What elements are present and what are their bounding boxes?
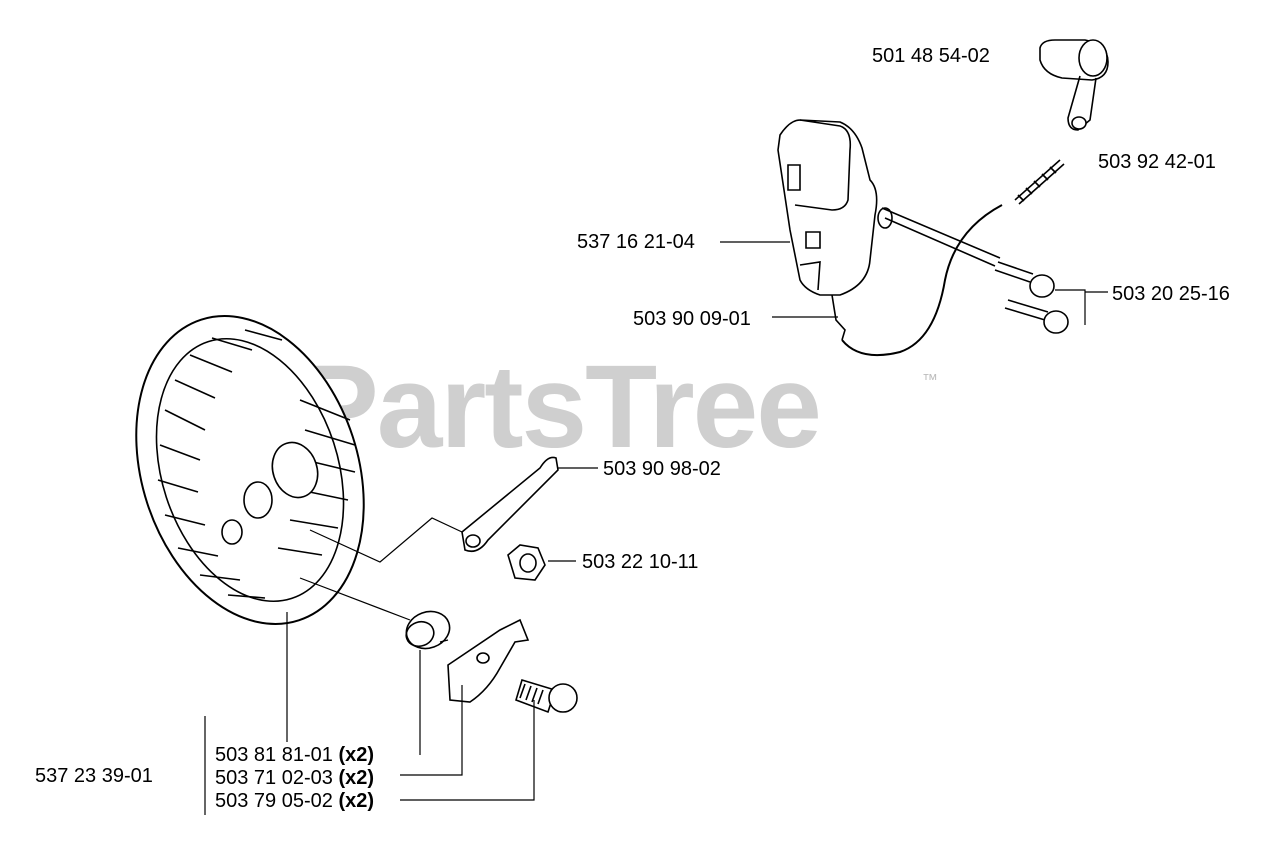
ignition-module-drawing [777,119,1003,357]
nut-drawing [507,544,546,581]
label-wire: 503 90 09-01 [633,308,751,330]
label-ignition-module: 537 16 21-04 [577,231,695,253]
screw-drawings [881,207,1069,334]
label-pawl: 503 71 02-03 (x2) [215,768,374,788]
trademark-symbol: ™ [922,372,938,389]
part-number: 503 79 05-02 [215,790,333,812]
pawl-link-drawing [461,456,559,553]
label-pin: 503 79 05-02 (x2) [215,791,374,811]
spark-cap-drawing [1039,39,1109,131]
quantity: (x2) [338,744,375,766]
leader-lines [204,241,1108,815]
assembly-axis-lines [299,517,463,643]
quantity: (x2) [338,790,375,812]
pin-drawing [515,679,578,714]
spring-drawing [1014,159,1065,205]
flywheel-drawing [135,315,365,625]
label-spark-cap: 501 48 54-02 [872,45,990,67]
quantity: (x2) [338,767,375,789]
small-spring-drawing [405,610,451,650]
label-screws: 503 20 25-16 [1112,283,1230,305]
part-number: 503 71 02-03 [215,767,333,789]
label-spring: 503 92 42-01 [1098,151,1216,173]
part-number: 503 81 81-01 [215,744,333,766]
partstree-watermark: PartsTree [300,341,822,473]
label-nut: 503 22 10-11 [582,551,699,573]
label-pawl-link: 503 90 98-02 [603,458,721,480]
pawl-drawing [447,618,530,703]
label-small-spring: 503 81 81-01 (x2) [215,745,374,765]
label-flywheel: 537 23 39-01 [35,765,153,787]
